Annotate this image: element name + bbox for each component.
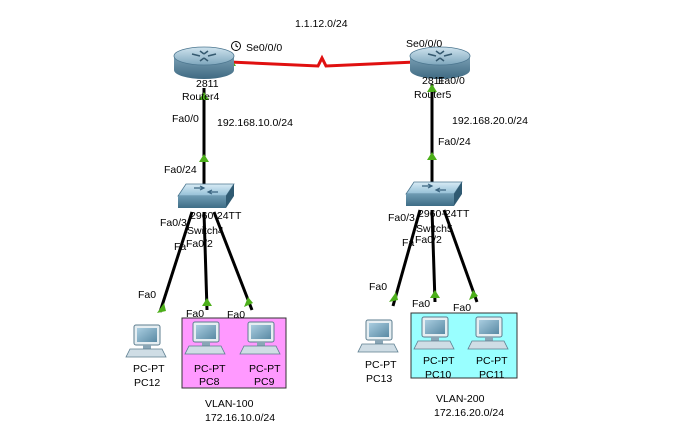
link-up-icon	[202, 298, 212, 306]
router5-serial-port-label: Se0/0/0	[406, 38, 442, 50]
vlan-100-name-label: VLAN-100	[205, 398, 254, 410]
pc8-model-label: PC-PT	[194, 363, 226, 375]
switch5-port-fa03-label: Fa0/3	[388, 212, 415, 224]
link-up-icon	[427, 84, 437, 92]
vlan-200-name-label: VLAN-200	[436, 393, 485, 405]
link-switch5-pc11[interactable]	[442, 209, 479, 303]
switch4-port-fa03-label: Fa0/3	[160, 217, 187, 229]
pc9-model-label: PC-PT	[249, 363, 281, 375]
router4-serial-port-label: Se0/0/0	[246, 42, 282, 54]
pc8[interactable]	[184, 321, 226, 355]
pc13-model-label: PC-PT	[365, 359, 397, 371]
link-up-icon	[427, 152, 437, 160]
serial-network-label: 1.1.12.0/24	[295, 18, 348, 30]
switch5-model-label: 2960-24TT	[418, 208, 470, 220]
link-switch4-pc12[interactable]	[158, 211, 194, 313]
switch4-model-label: 2960-24TT	[190, 210, 242, 222]
link-up-icon	[199, 154, 209, 162]
link-up-icon	[157, 303, 166, 313]
router4-link-network-label: 192.168.10.0/24	[217, 117, 293, 129]
ethernet-links	[158, 84, 479, 313]
pc12-model-label: PC-PT	[133, 363, 165, 375]
pc11-model-label: PC-PT	[476, 355, 508, 367]
link-up-icon	[469, 290, 478, 300]
pc10-name-label: PC10	[425, 369, 451, 381]
link-up-icon	[389, 292, 398, 302]
clock-icon	[231, 41, 241, 51]
pc11-port-label: Fa0	[453, 302, 471, 314]
pc9-name-label: PC9	[254, 376, 275, 388]
serial-link[interactable]	[229, 54, 417, 68]
switch5-port-partial-label: Fa	[402, 237, 414, 249]
link-up-icon	[244, 297, 253, 307]
vlan-100-network-label: 172.16.10.0/24	[205, 412, 275, 424]
switch4-uplink-port-label: Fa0/24	[164, 164, 197, 176]
vlan-200-network-label: 172.16.20.0/24	[434, 407, 504, 419]
router4-model-label: 2811	[196, 78, 219, 90]
router5-name-label: Router5	[414, 89, 452, 101]
router5-model-label: 2811	[422, 75, 445, 87]
router4-port-label: Fa0/0	[172, 113, 199, 125]
link-switch4-pc8[interactable]	[202, 211, 209, 311]
pc8-port-label: Fa0	[186, 308, 204, 320]
pc9[interactable]	[239, 321, 281, 355]
link-status-icons	[157, 84, 478, 313]
link-up-icon	[199, 92, 209, 100]
pc10[interactable]	[413, 316, 455, 350]
pc12-port-label: Fa0	[138, 289, 156, 301]
switch5-port-fa02-label: Fa0/2	[415, 234, 442, 246]
pc12-name-label: PC12	[134, 377, 160, 389]
link-switch5-pc10[interactable]	[430, 209, 437, 303]
pc13[interactable]	[357, 319, 399, 353]
router4[interactable]	[173, 46, 235, 79]
link-up-icon	[430, 290, 440, 298]
router5-link-network-label: 192.168.20.0/24	[452, 115, 528, 127]
router4-name-label: Router4	[182, 91, 220, 103]
switch4-port-fa02-label: Fa0/2	[186, 238, 213, 250]
switch5-uplink-port-label: Fa0/24	[438, 136, 471, 148]
switch4-name-label: Switch4	[187, 225, 224, 237]
link-switch4-pc9[interactable]	[212, 211, 254, 311]
switch4-port-partial-label: Fa	[174, 241, 186, 253]
pc10-model-label: PC-PT	[423, 355, 455, 367]
switch4[interactable]	[177, 183, 235, 208]
switch5-name-label: Switch5	[416, 223, 453, 235]
pc9-port-label: Fa0	[227, 309, 245, 321]
link-switch5-pc13[interactable]	[391, 209, 422, 307]
pc11-name-label: PC11	[479, 369, 505, 381]
switch5[interactable]	[405, 181, 463, 206]
pc11[interactable]	[467, 316, 509, 350]
pc13-name-label: PC13	[366, 373, 392, 385]
pc13-port-label: Fa0	[369, 281, 387, 293]
pc10-port-label: Fa0	[412, 298, 430, 310]
pc8-name-label: PC8	[199, 376, 220, 388]
router5[interactable]	[409, 46, 471, 79]
pc12[interactable]	[125, 324, 167, 358]
router5-port-label: Fa0/0	[438, 75, 465, 87]
